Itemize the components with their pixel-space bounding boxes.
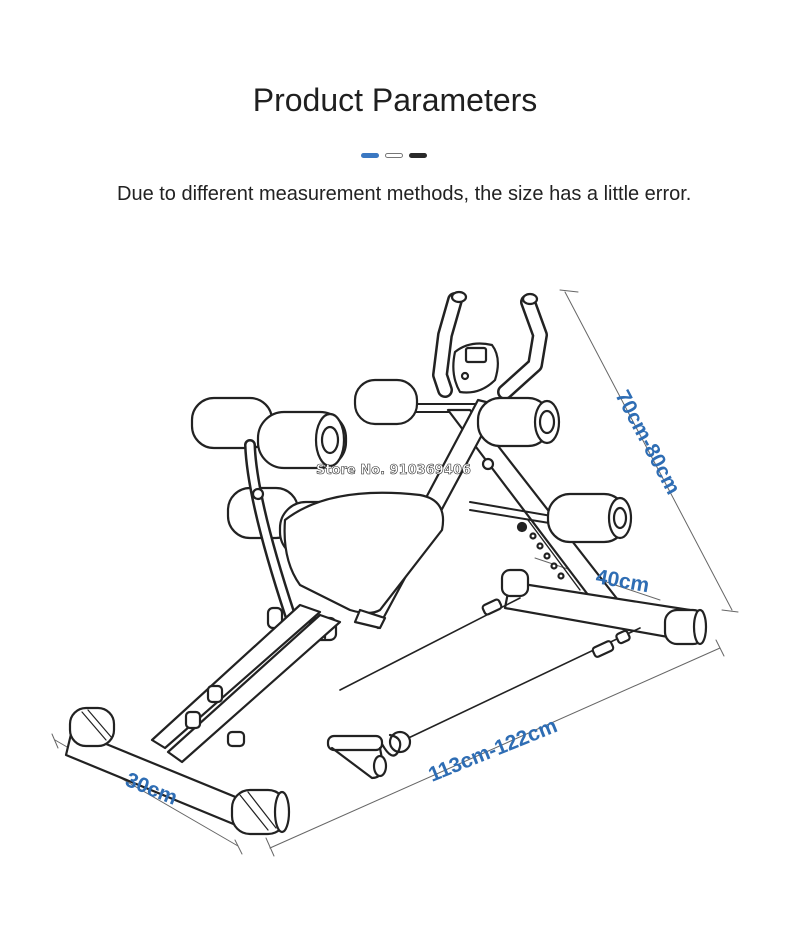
front-base-foot bbox=[64, 706, 291, 836]
title-divider-dots bbox=[361, 153, 427, 158]
divider-dot-blue bbox=[361, 153, 379, 158]
length-dimension-label: 113cm-122cm bbox=[425, 714, 560, 787]
rear-foam-rollers bbox=[353, 378, 561, 448]
page-title: Product Parameters bbox=[252, 82, 538, 118]
seat-pad bbox=[283, 491, 445, 615]
height-dimension-label: 70cm-80cm bbox=[611, 387, 685, 499]
resistance-bands bbox=[326, 597, 641, 780]
divider-dot-dark bbox=[409, 153, 427, 158]
store-watermark: Store No. 910369406 bbox=[316, 463, 471, 478]
divider-dot-outline bbox=[385, 153, 403, 158]
measurement-note: Due to different measurement methods, th… bbox=[117, 183, 692, 205]
